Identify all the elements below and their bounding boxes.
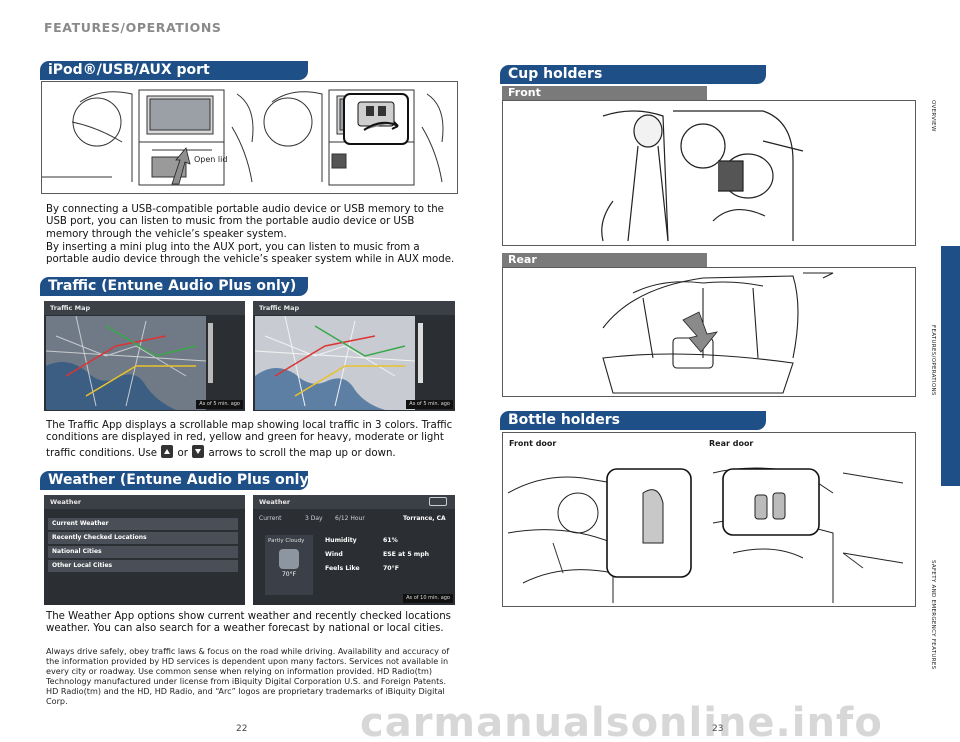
weather-condition-panel: Partly Cloudy 70°F [265, 535, 313, 595]
bottle-rear-door-label: Rear door [709, 439, 754, 448]
weather-metric-value: ESE at 5 mph [383, 551, 430, 558]
disclaimer: Always drive safely, obey traffic laws &… [46, 646, 450, 707]
weather-menu-item[interactable]: National Cities [48, 546, 238, 558]
rear-cup-holder-frame [502, 267, 916, 397]
cup-holders-rear-label: Rear [502, 253, 707, 267]
weather-detail-screen: Weather Current 3 Day 6/12 Hour Torrance… [253, 495, 455, 605]
traffic-map-screen-2: Traffic Map As of 5 min. ago [253, 301, 455, 411]
ipod-paragraph-usb: By connecting a USB-compatible portable … [46, 204, 444, 240]
weather-banner: Weather (Entune Audio Plus only) [40, 471, 315, 490]
bottle-holders-frame: Front door Rear door [502, 432, 916, 607]
traffic-text-line-3a: traffic conditions. Use [46, 447, 158, 459]
front-cup-holder-illustration [601, 110, 804, 242]
page-number-right: 23 [712, 724, 724, 734]
sidebar-tab-features-operations[interactable]: FEATURES/OPERATIONS [930, 325, 936, 396]
weather-tab-3day[interactable]: 3 Day [305, 515, 323, 522]
weather-metric-value: 70°F [383, 565, 399, 572]
traffic-text-line-3: traffic conditions. Use or arrows to scr… [46, 444, 458, 460]
watermark: carmanualsonline.info [360, 700, 883, 742]
traffic-screen-title: Traffic Map [44, 301, 245, 315]
traffic-zoom-slider[interactable] [418, 323, 423, 383]
partly-cloudy-icon [279, 549, 299, 569]
sidebar-tab-features-active[interactable] [941, 246, 960, 486]
traffic-paragraph: The Traffic App displays a scrollable ma… [46, 420, 458, 460]
cup-holders-banner: Cup holders [500, 65, 766, 84]
traffic-text-or: or [177, 447, 188, 459]
bottle-front-door-label: Front door [509, 439, 557, 448]
traffic-text-line-2: conditions are displayed in red, yellow … [46, 432, 444, 444]
cup-holders-front-label: Front [502, 86, 707, 100]
weather-menu-item[interactable]: Recently Checked Locations [48, 532, 238, 544]
dashboard-illustration [42, 89, 444, 186]
traffic-text-line-3b: arrows to scroll the map up or down. [208, 447, 396, 459]
weather-menu-item[interactable]: Current Weather [48, 518, 238, 530]
bottle-holders-banner: Bottle holders [500, 411, 766, 430]
bottle-holder-illustration [507, 467, 904, 603]
sidebar-tab-overview-bg [941, 0, 960, 246]
sidebar-tab-overview[interactable]: OVERVIEW [930, 100, 936, 132]
ipod-usb-aux-banner: iPod®/USB/AUX port [40, 61, 308, 80]
traffic-banner: Traffic (Entune Audio Plus only) [40, 277, 308, 296]
traffic-map-screen-1: Traffic Map As of 5 min. ago [44, 301, 245, 411]
ipod-paragraph-aux: By inserting a mini plug into the AUX po… [46, 242, 455, 266]
weather-metric-label: Wind [325, 551, 343, 558]
weather-screen-title: Weather [44, 495, 245, 509]
weather-tab-6-12-hour[interactable]: 6/12 Hour [335, 515, 365, 522]
weather-metric-label: Humidity [325, 537, 357, 544]
weather-screen-title: Weather [253, 495, 455, 509]
sidebar-tab-safety[interactable]: SAFETY AND EMERGENCY FEATURES [930, 560, 936, 670]
open-lid-callout: Open lid [194, 155, 228, 164]
traffic-time-stamp: As of 5 min. ago [406, 400, 453, 409]
weather-tab-current[interactable]: Current [259, 515, 282, 522]
weather-menu-item[interactable]: Other Local Cities [48, 560, 238, 572]
traffic-map-graphic [46, 316, 206, 410]
scroll-up-arrow-icon [161, 444, 174, 458]
weather-condition: Partly Cloudy [268, 538, 305, 544]
rear-cup-holder-illustration [602, 272, 834, 394]
weather-time-stamp: As of 10 min. ago [403, 594, 453, 603]
weather-menu-screen: Weather Current Weather Recently Checked… [44, 495, 245, 605]
ipod-illustration-frame: Open lid [41, 81, 458, 194]
sidebar-tab-safety-bg [941, 486, 960, 742]
back-arrow-icon[interactable] [429, 497, 447, 506]
weather-location: Torrance, CA [403, 515, 446, 522]
scroll-down-arrow-icon [192, 444, 205, 458]
weather-current-temp: 70°F [281, 571, 297, 578]
weather-metric-value: 61% [383, 537, 398, 544]
traffic-time-stamp: As of 5 min. ago [196, 400, 243, 409]
weather-metric-label: Feels Like [325, 565, 360, 572]
traffic-zoom-slider[interactable] [208, 323, 213, 383]
page-number-left: 22 [236, 724, 248, 734]
traffic-map-graphic [255, 316, 415, 410]
traffic-text-line-1: The Traffic App displays a scrollable ma… [46, 420, 453, 431]
front-cup-holder-frame [502, 100, 916, 246]
page-title: FEATURES/OPERATIONS [44, 20, 222, 35]
traffic-screen-title: Traffic Map [253, 301, 455, 315]
weather-paragraph: The Weather App options show current wea… [46, 611, 451, 635]
